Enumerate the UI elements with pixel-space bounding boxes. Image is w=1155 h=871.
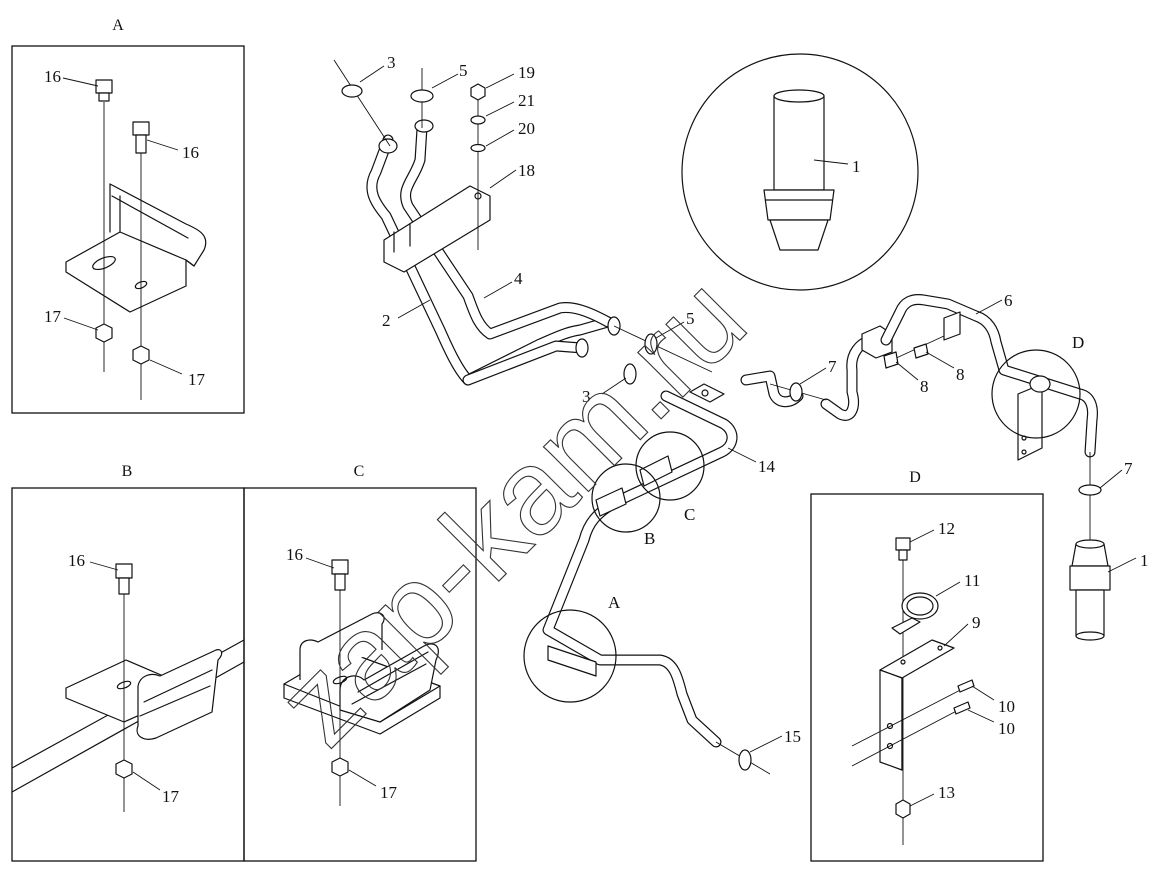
callout-13: 13 — [938, 783, 955, 802]
bolt-16-icon — [95, 79, 113, 102]
callout-11: 11 — [964, 571, 980, 590]
callout-9: 9 — [972, 613, 981, 632]
callout-16: 16 — [44, 67, 61, 86]
nut-17-icon — [331, 757, 349, 777]
hose-clamp-7-icon — [1078, 484, 1102, 496]
detail-d-title: D — [909, 469, 921, 486]
bracket-9-icon — [879, 639, 955, 771]
nut-17-icon — [132, 345, 150, 365]
detail-d-panel: D 12 11 9 10 — [810, 469, 1044, 862]
detail-c-title: C — [354, 463, 365, 480]
bolt-16-icon — [115, 563, 133, 595]
screw-10-icon — [953, 701, 971, 715]
washer-21-icon — [470, 115, 486, 125]
detail-b-panel: B 16 17 — [11, 463, 245, 862]
nut-17-icon — [95, 323, 113, 343]
detail-a-bracket — [65, 231, 187, 313]
callout-4: 4 — [514, 269, 523, 288]
callout-16: 16 — [182, 143, 199, 162]
hose-clamp-5-icon — [644, 333, 658, 355]
detail-b-title: B — [122, 463, 133, 480]
bracket-18-icon — [383, 185, 491, 273]
hose-clamp-3-icon — [623, 363, 637, 385]
main-assembly: 3 5 19 21 20 18 4 2 5 3 14 7 6 8 8 1 7 1 — [333, 53, 1149, 775]
fitting-1-icon — [1069, 539, 1111, 641]
callout-detail-b: B — [644, 529, 655, 548]
bolt-16-icon — [132, 121, 150, 154]
callout-detail-c: C — [684, 505, 695, 524]
clamp-11-icon — [891, 592, 939, 635]
callout-3: 3 — [582, 387, 591, 406]
callout-17: 17 — [380, 783, 398, 802]
nut-17-icon — [115, 759, 133, 779]
callout-1: 1 — [1140, 551, 1149, 570]
detail-1-circle — [681, 53, 919, 291]
callout-17: 17 — [44, 307, 62, 326]
callout-3: 3 — [387, 53, 396, 72]
detail-c-frame — [243, 487, 477, 862]
callout-detail-a: A — [608, 593, 621, 612]
detail-d-circle — [991, 349, 1081, 439]
callout-17: 17 — [188, 370, 206, 389]
callout-10: 10 — [998, 719, 1015, 738]
callout-14: 14 — [758, 457, 776, 476]
screw-8-icon — [913, 343, 929, 359]
bolt-12-icon — [895, 537, 911, 561]
detail-a-panel: A 16 16 17 17 — [11, 17, 245, 414]
callout-12: 12 — [938, 519, 955, 538]
callout-7: 7 — [1124, 459, 1133, 478]
callout-16: 16 — [68, 551, 85, 570]
callout-6: 6 — [1004, 291, 1013, 310]
detail-d-frame — [810, 493, 1044, 862]
callout-8: 8 — [920, 377, 929, 396]
fitting-1-enlarged-icon — [763, 89, 835, 251]
callout-15: 15 — [784, 727, 801, 746]
callout-16: 16 — [286, 545, 303, 564]
callout-5: 5 — [459, 61, 468, 80]
callout-8: 8 — [956, 365, 965, 384]
callout-21: 21 — [518, 91, 535, 110]
detail-c-circle — [635, 431, 705, 501]
nut-19-icon — [470, 83, 486, 101]
callout-17: 17 — [162, 787, 180, 806]
callout-7: 7 — [828, 357, 837, 376]
nut-13-icon — [895, 799, 911, 819]
hose-clamp-7-icon — [789, 382, 803, 402]
detail-a-frame — [11, 45, 245, 414]
detail-a-title: A — [112, 17, 124, 34]
detail-c-panel: C 16 17 — [243, 463, 477, 862]
callout-20: 20 — [518, 119, 535, 138]
callout-10: 10 — [998, 697, 1015, 716]
callout-2: 2 — [382, 311, 391, 330]
hose-clamp-15-icon — [738, 749, 752, 771]
callout-5: 5 — [686, 309, 695, 328]
hose-clamp-3-icon — [341, 84, 363, 98]
callout-detail-d: D — [1072, 333, 1084, 352]
detail-a-circle — [523, 609, 617, 703]
callout-1: 1 — [852, 157, 861, 176]
bolt-16-icon — [331, 559, 349, 591]
washer-20-icon — [470, 143, 486, 153]
callout-19: 19 — [518, 63, 535, 82]
screw-10-icon — [957, 679, 975, 693]
callout-18: 18 — [518, 161, 535, 180]
hose-clamp-5-icon — [410, 89, 434, 103]
